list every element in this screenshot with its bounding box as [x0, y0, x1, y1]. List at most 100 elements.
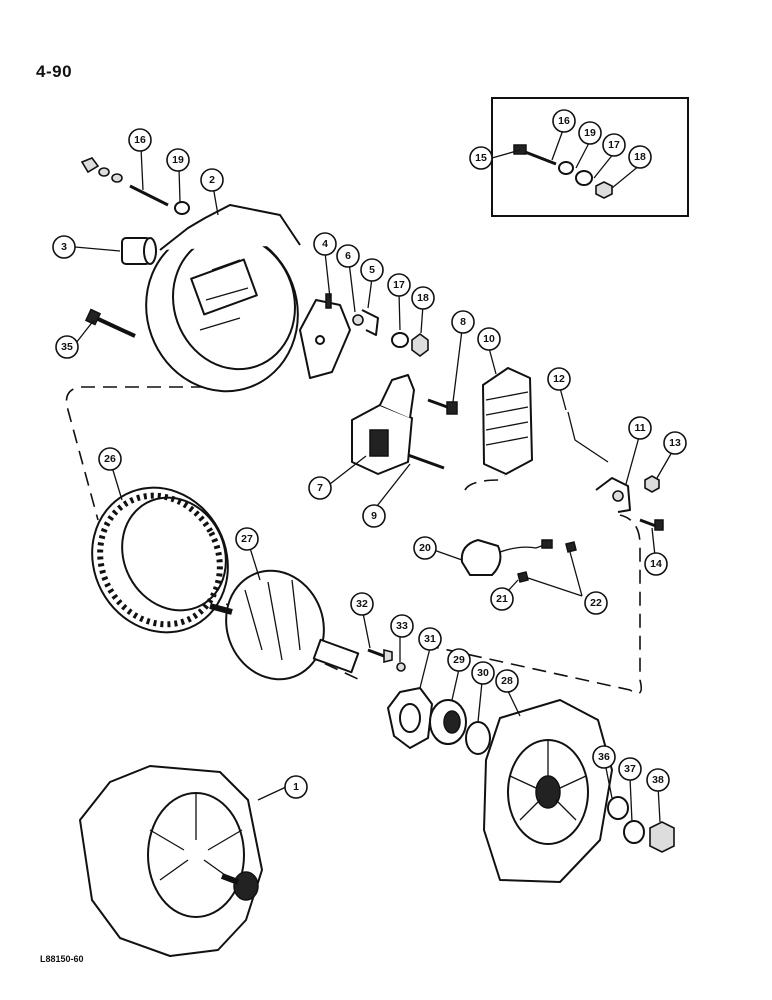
- svg-text:15: 15: [475, 152, 487, 164]
- svg-text:21: 21: [496, 593, 508, 605]
- svg-text:35: 35: [61, 341, 73, 353]
- svg-text:12: 12: [553, 373, 565, 385]
- callout-15: 15: [469, 146, 493, 170]
- callout-16: 16: [128, 128, 152, 152]
- brush-holder: [299, 293, 351, 379]
- brush-clip: [352, 309, 379, 336]
- callout-29: 29: [447, 648, 471, 672]
- rotor: [209, 569, 360, 681]
- callout-33: 33: [390, 614, 414, 638]
- through-bolt: [84, 308, 136, 338]
- svg-text:28: 28: [501, 675, 513, 687]
- terminal-clip: [595, 477, 631, 513]
- diode-lead: [567, 411, 609, 463]
- retainer-hole: [399, 703, 421, 733]
- callout-21: 21: [490, 587, 514, 611]
- callout-31: 31: [418, 627, 442, 651]
- callout-4: 4: [313, 232, 337, 256]
- page-number: 4-90: [36, 62, 73, 81]
- screw-head: [517, 571, 529, 583]
- callout-32: 32: [350, 592, 374, 616]
- svg-text:38: 38: [652, 774, 664, 786]
- callout-17: 17: [602, 133, 626, 157]
- callout-16: 16: [552, 109, 576, 133]
- callout-18: 18: [628, 145, 652, 169]
- screw: [427, 398, 458, 415]
- callout-19: 19: [166, 148, 190, 172]
- inset-stud-assembly: [513, 144, 613, 199]
- svg-text:20: 20: [419, 542, 431, 554]
- svg-text:13: 13: [669, 437, 681, 449]
- callout-27: 27: [235, 527, 259, 551]
- callout-38: 38: [646, 768, 670, 792]
- stator: [91, 486, 229, 634]
- rear-housing: [145, 204, 301, 393]
- callout-35: 35: [55, 335, 79, 359]
- callout-3: 3: [52, 235, 76, 259]
- voltage-regulator: [351, 374, 415, 475]
- svg-text:8: 8: [460, 316, 466, 328]
- spacer: [607, 796, 629, 820]
- svg-text:10: 10: [483, 333, 495, 345]
- svg-text:32: 32: [356, 598, 368, 610]
- callout-14: 14: [644, 552, 668, 576]
- figure-code: L88150-60: [40, 954, 84, 964]
- screw-short: [639, 518, 664, 531]
- svg-text:31: 31: [424, 633, 436, 645]
- alternator-assembly: [79, 765, 263, 957]
- callout-6: 6: [336, 244, 360, 268]
- callout-26: 26: [98, 447, 122, 471]
- svg-text:3: 3: [61, 241, 67, 253]
- callout-8: 8: [451, 310, 475, 334]
- nut: [644, 475, 660, 493]
- callout-37: 37: [618, 757, 642, 781]
- callout-13: 13: [663, 431, 687, 455]
- rectifier-bridge: [482, 367, 533, 475]
- svg-text:4: 4: [322, 238, 328, 250]
- callout-11: 11: [628, 416, 652, 440]
- svg-text:11: 11: [634, 422, 645, 434]
- terminal-stud-assembly: [80, 157, 190, 215]
- screw-long: [407, 453, 445, 470]
- front-bearing: [429, 699, 467, 745]
- svg-text:22: 22: [590, 597, 602, 609]
- callout-36: 36: [592, 745, 616, 769]
- svg-text:1: 1: [293, 781, 299, 793]
- callout-10: 10: [477, 327, 501, 351]
- svg-text:16: 16: [558, 115, 570, 127]
- svg-text:18: 18: [634, 151, 646, 163]
- callout-28: 28: [495, 669, 519, 693]
- svg-text:2: 2: [209, 174, 215, 186]
- svg-text:29: 29: [453, 654, 465, 666]
- washer-nut-set: [391, 332, 429, 357]
- svg-text:14: 14: [650, 558, 662, 570]
- svg-text:27: 27: [241, 533, 253, 545]
- svg-text:30: 30: [477, 667, 489, 679]
- svg-text:33: 33: [396, 620, 408, 632]
- lock-washer-2: [623, 820, 645, 844]
- svg-text:9: 9: [371, 510, 377, 522]
- callout-5: 5: [360, 258, 384, 282]
- callout-7: 7: [308, 476, 332, 500]
- callout-17: 17: [387, 273, 411, 297]
- bearing: [121, 237, 157, 265]
- callout-20: 20: [413, 536, 437, 560]
- retainer-screw: [367, 648, 393, 664]
- svg-text:17: 17: [608, 139, 620, 151]
- svg-text:6: 6: [345, 250, 351, 262]
- callout-18: 18: [411, 286, 435, 310]
- svg-text:26: 26: [104, 453, 116, 465]
- front-housing: [483, 699, 613, 883]
- svg-text:36: 36: [598, 751, 610, 763]
- spacer-washer: [465, 721, 491, 755]
- svg-text:17: 17: [393, 279, 405, 291]
- pulley-nut: [649, 821, 675, 853]
- lock-washer: [396, 662, 406, 672]
- callout-19: 19: [578, 121, 602, 145]
- callout-30: 30: [471, 661, 495, 685]
- capacitor: [460, 539, 553, 576]
- callout-22: 22: [584, 591, 608, 615]
- svg-text:18: 18: [417, 292, 429, 304]
- callout-2: 2: [200, 168, 224, 192]
